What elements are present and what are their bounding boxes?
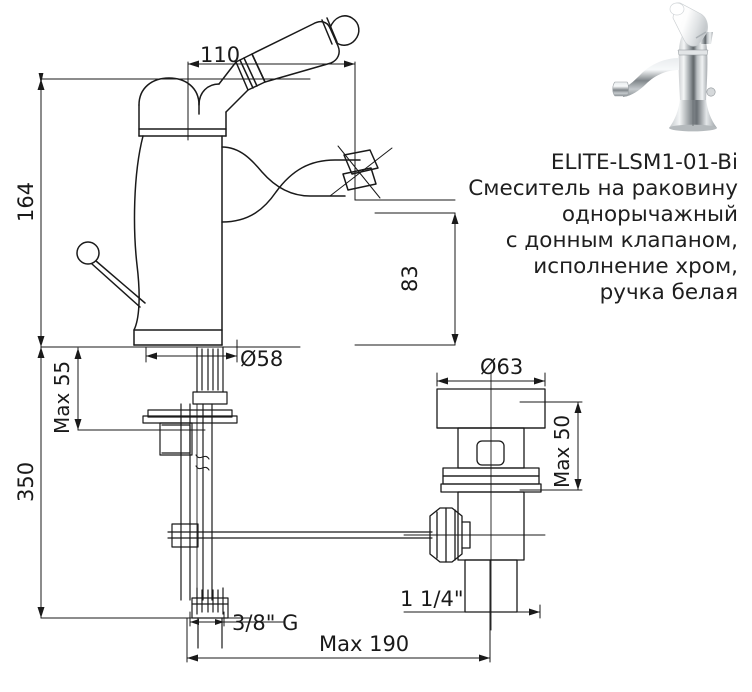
dim-label-total-height: 164 — [14, 181, 38, 222]
handle-lever-outline — [235, 15, 360, 91]
dimension-arrowheads — [37, 60, 582, 662]
dim-label-drain-flange-diameter: Ø63 — [480, 355, 524, 379]
mounting-shank-assembly — [142, 346, 433, 649]
product-caption: ELITE-LSM1-01-Bi Смеситель на раковину о… — [468, 150, 738, 305]
dim-label-drain-thread: 1 1/4" — [400, 587, 464, 611]
faucet-body-outline — [76, 61, 249, 346]
dim-label-spout-height: 83 — [398, 265, 422, 292]
drain-valve-assembly — [403, 372, 546, 631]
dim-label-max-reach: Max 190 — [319, 632, 410, 656]
dim-label-supply-thread: 3/8" G — [232, 611, 299, 635]
dim-label-base-diameter: Ø58 — [240, 347, 284, 371]
dim-label-drain-max-thickness: Max 50 — [550, 414, 574, 488]
dim-label-shank-length: 350 — [14, 461, 38, 502]
dim-label-max-thickness: Max 55 — [50, 360, 74, 434]
product-photo-chrome-basin-mixer — [612, 2, 717, 132]
dim-label-handle-length: 110 — [200, 43, 241, 67]
spout-outline — [221, 145, 393, 223]
